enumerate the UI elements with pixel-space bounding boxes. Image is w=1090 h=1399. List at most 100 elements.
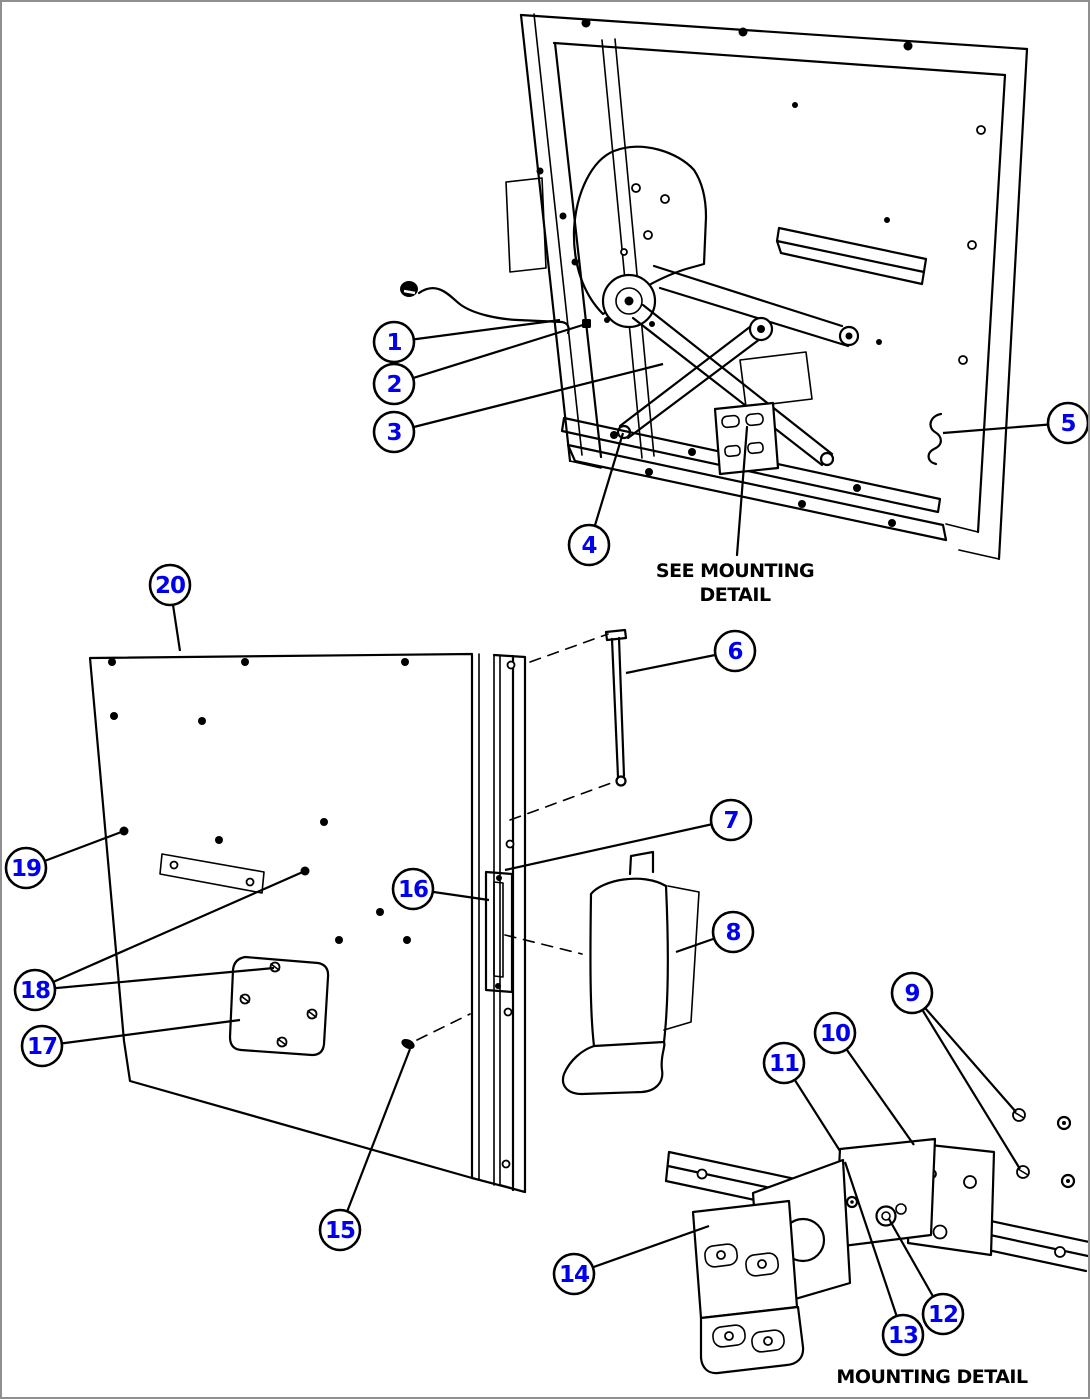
sector-hole (660, 194, 670, 204)
callout-balloon-12[interactable] (921, 1292, 965, 1336)
callout-balloon-8[interactable] (711, 910, 755, 954)
rail-bolt (610, 431, 618, 439)
callout-number-14[interactable]: 14 (559, 1262, 590, 1288)
callout-leader-18 (34, 869, 306, 992)
callout-number-13[interactable]: 13 (888, 1323, 919, 1349)
callout-number-5[interactable]: 5 (1060, 411, 1076, 437)
alignment-dash (529, 633, 609, 663)
callout-balloon-1[interactable] (372, 320, 416, 364)
callout-balloon-11[interactable] (762, 1041, 806, 1085)
callout-leader-15 (338, 1048, 412, 1231)
note-see-mounting-line2: DETAIL (699, 584, 771, 606)
upper-glass-channel (775, 226, 928, 286)
callout-number-19[interactable]: 19 (11, 856, 42, 882)
callout-balloon-19[interactable] (4, 846, 48, 890)
callout-balloon-5[interactable] (1046, 401, 1088, 445)
callout-leader-14 (573, 1224, 710, 1276)
frame-bolt (581, 18, 591, 28)
latch-slot (493, 881, 504, 978)
bracket-slot (724, 444, 741, 458)
callout-leader-7 (504, 818, 732, 872)
callout-number-2[interactable]: 2 (386, 372, 402, 398)
sector-hole (631, 183, 641, 193)
alignment-dash (504, 934, 583, 955)
frame-left-outer (519, 13, 572, 463)
callout-balloon-18[interactable] (13, 968, 57, 1012)
callout-number-6[interactable]: 6 (727, 639, 743, 665)
upper-door-assembly (400, 13, 1029, 561)
callout-balloon-2[interactable] (372, 362, 416, 406)
motor-hub (615, 287, 643, 315)
panel-hole (215, 836, 223, 844)
panel-slot-strip (159, 853, 265, 894)
glass-holder-plate (739, 351, 813, 408)
callout-number-15[interactable]: 15 (325, 1218, 356, 1244)
callout-balloon-14[interactable] (552, 1252, 596, 1296)
callout-number-9[interactable]: 9 (904, 981, 920, 1007)
frame-left-tab (505, 177, 547, 273)
callout-number-11[interactable]: 11 (769, 1051, 800, 1077)
callout-number-20[interactable]: 20 (155, 573, 186, 599)
panel-hole (401, 658, 409, 666)
edge-strip-b (470, 653, 527, 1194)
note-mounting-detail: MOUNTING DETAIL (836, 1366, 1028, 1388)
callout-balloon-9[interactable] (890, 971, 934, 1015)
scissor-arm-a (631, 303, 834, 467)
callout-number-10[interactable]: 10 (820, 1021, 851, 1047)
callout-balloon-10[interactable] (813, 1011, 857, 1055)
callout-leader-13 (843, 1161, 905, 1336)
callout-number-18[interactable]: 18 (20, 978, 51, 1004)
callout-balloon-4[interactable] (567, 523, 611, 567)
callout-balloon-13[interactable] (881, 1313, 925, 1357)
frame-top-outer (519, 13, 1029, 51)
callout-balloon-20[interactable] (148, 563, 192, 607)
panel-hole (198, 717, 206, 725)
panel-hole (320, 818, 328, 826)
callout-balloon-15[interactable] (318, 1208, 362, 1252)
glass-run-channel (601, 38, 655, 459)
boot-body (589, 884, 669, 1048)
callout-number-7[interactable]: 7 (723, 808, 739, 834)
panel-hole (403, 936, 411, 944)
frame-right-outer (997, 47, 1029, 561)
callout-number-16[interactable]: 16 (398, 877, 429, 903)
callout-number-1[interactable]: 1 (386, 330, 402, 356)
wire-harness (417, 287, 570, 335)
callout-leader-9 (911, 992, 1017, 1113)
alignment-dash (416, 1013, 471, 1041)
strip-hole (169, 860, 179, 870)
mounting-detail-assembly (664, 1108, 1088, 1375)
callout-number-17[interactable]: 17 (27, 1034, 58, 1060)
panel-bolt (876, 339, 882, 345)
middle-parts (561, 628, 700, 1096)
callout-number-4[interactable]: 4 (581, 533, 597, 559)
link-rod (610, 636, 626, 779)
callout-number-3[interactable]: 3 (386, 420, 402, 446)
callout-number-8[interactable]: 8 (725, 920, 741, 946)
callout-balloon-7[interactable] (709, 798, 753, 842)
bracket-slot (747, 441, 764, 455)
access-cover (228, 955, 330, 1057)
rail-hole (696, 1168, 708, 1180)
bracket-slot (745, 412, 764, 427)
callout-number-12[interactable]: 12 (928, 1302, 959, 1328)
note-leader (735, 425, 749, 557)
motor-bolt (604, 317, 610, 323)
regulator-sector-plate (572, 145, 708, 316)
callout-leader-1 (393, 318, 561, 344)
panel-hole (110, 712, 118, 720)
frame-bottom-joins (569, 460, 1000, 560)
callout-balloon-16[interactable] (391, 867, 435, 911)
frame-top-inner (552, 41, 1007, 77)
callout-balloon-3[interactable] (372, 410, 416, 454)
boot-skirt (561, 1040, 666, 1096)
edge-hole (505, 839, 515, 849)
callout-balloon-17[interactable] (20, 1024, 64, 1068)
callout-balloon-6[interactable] (713, 629, 757, 673)
edge-hole (503, 1007, 513, 1017)
frame-right-inner (976, 73, 1007, 534)
callout-leader-2 (393, 322, 587, 386)
screw-item15 (401, 1038, 415, 1050)
washer-center (881, 1211, 891, 1221)
